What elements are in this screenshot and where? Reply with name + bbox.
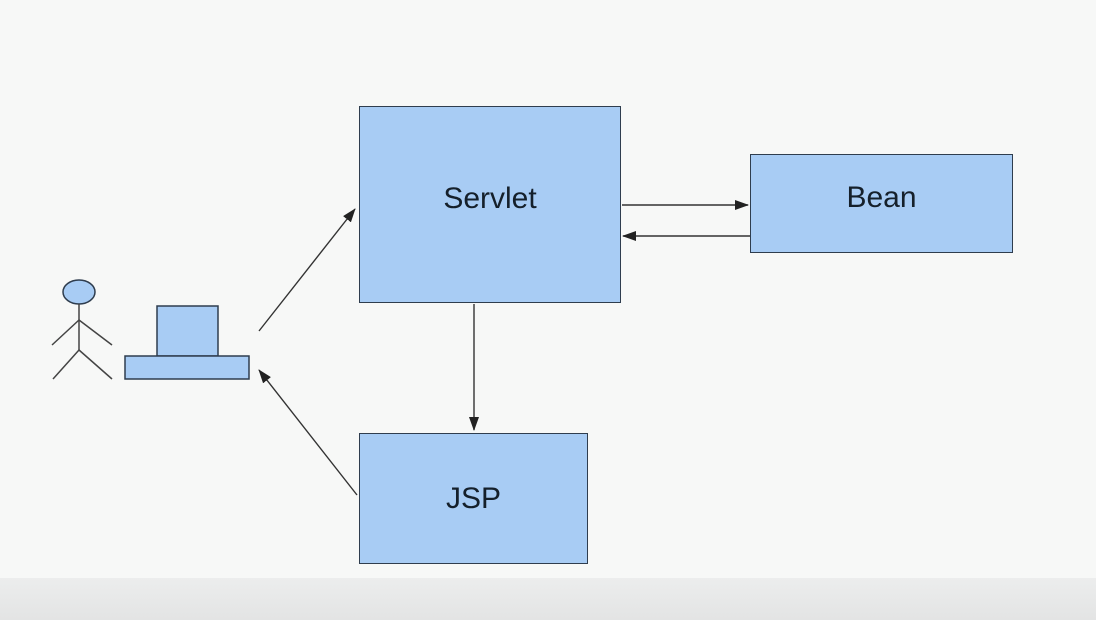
servlet-label: Servlet: [443, 181, 537, 215]
servlet-node: Servlet: [359, 106, 621, 303]
bean-node: Bean: [750, 154, 1013, 253]
jsp-node: JSP: [359, 433, 588, 564]
arrow-jsp-to-client: [258, 369, 358, 496]
stick-figure-icon: [51, 279, 113, 380]
bottom-bar: [0, 578, 1096, 620]
jsp-label: JSP: [445, 481, 502, 515]
bean-label: Bean: [846, 180, 917, 214]
arrow-client-to-servlet: [258, 208, 356, 332]
computer-icon: [124, 305, 250, 380]
